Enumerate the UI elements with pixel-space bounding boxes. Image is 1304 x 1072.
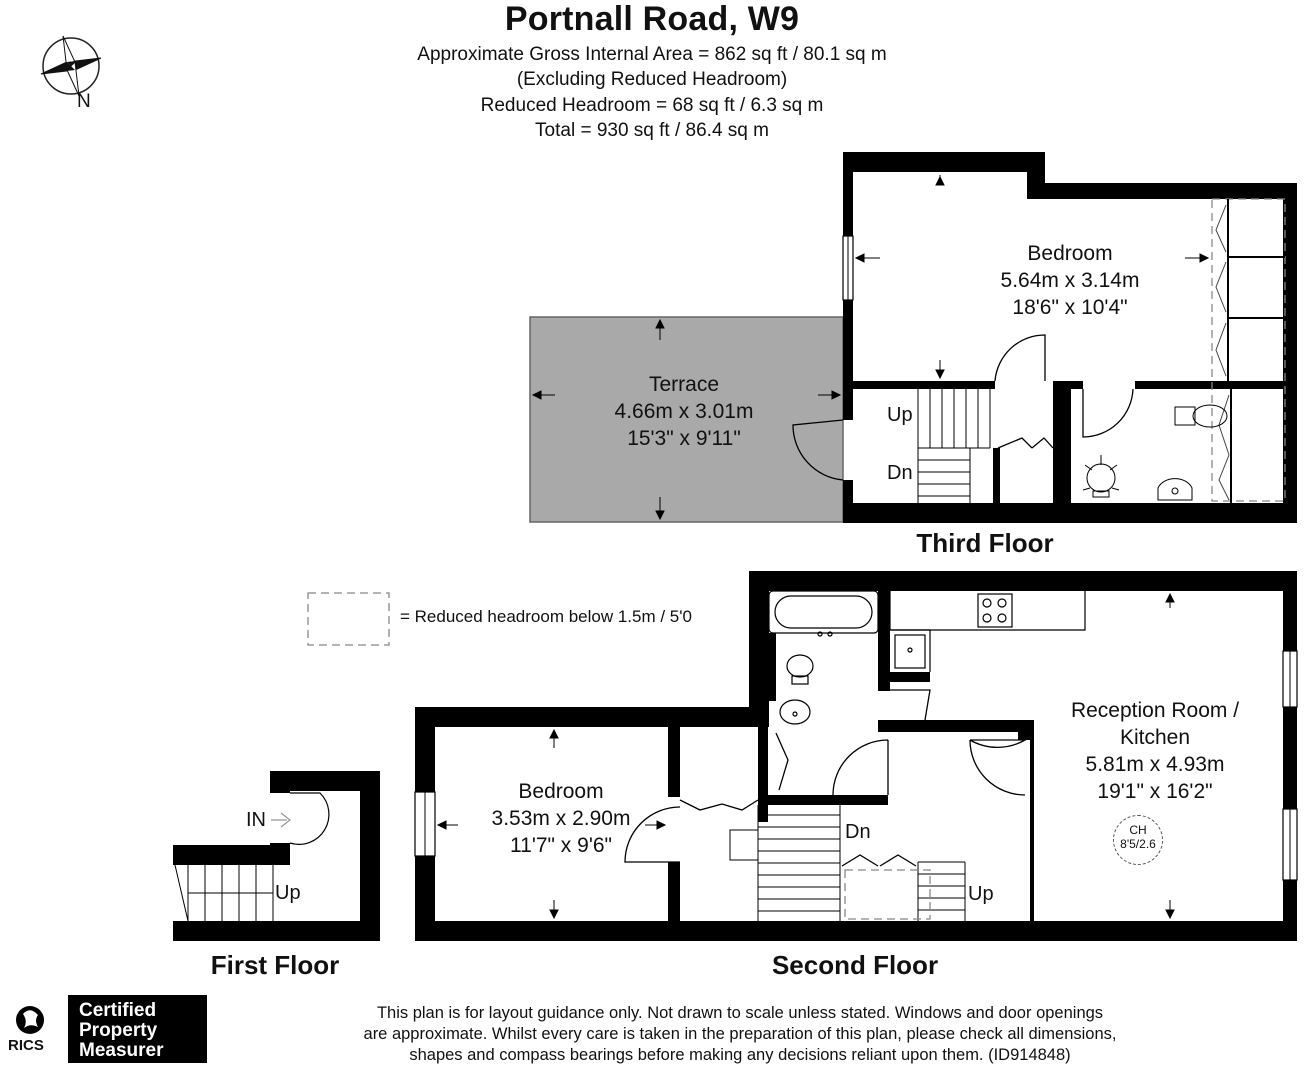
- second-floor-dimension-arrows: [436, 592, 1175, 920]
- third-floor-stairs-up-label: Up: [887, 404, 913, 426]
- third-floor-stairs-down-label: Dn: [887, 462, 913, 484]
- terrace-label: Terrace 4.66m x 3.01m 15'3" x 9'11": [564, 371, 804, 452]
- room-name: Bedroom: [1027, 242, 1113, 265]
- room-imperial: 18'6" x 10'4": [1012, 296, 1128, 319]
- room-name: Terrace: [648, 373, 720, 396]
- certified-line1: Certified: [79, 1000, 157, 1021]
- gross-area-text: Approximate Gross Internal Area = 862 sq…: [417, 44, 887, 65]
- entrance-label: IN: [246, 809, 266, 831]
- third-floor-label: Third Floor: [916, 528, 1054, 558]
- second-floor-label: Second Floor: [771, 950, 939, 980]
- compass-north-label: N: [77, 91, 91, 112]
- room-imperial: 19'1" x 16'2": [1097, 780, 1213, 803]
- ch-value: 8'5/2.6: [1120, 837, 1156, 851]
- room-metric: 4.66m x 3.01m: [614, 400, 754, 423]
- disclaimer-line3: shapes and compass bearings before makin…: [409, 1046, 1071, 1064]
- total-area-text: Total = 930 sq ft / 86.4 sq m: [535, 120, 769, 141]
- legend-swatch: [307, 592, 390, 646]
- room-name-line1: Reception Room /: [1070, 699, 1240, 722]
- room-metric: 5.64m x 3.14m: [1000, 269, 1140, 292]
- ch-label: CH: [1129, 823, 1147, 837]
- disclaimer-line2: are approximate. Whilst every care is ta…: [363, 1025, 1117, 1043]
- third-floor-dimension-arrows: [531, 175, 1210, 521]
- room-metric: 3.53m x 2.90m: [491, 807, 631, 830]
- disclaimer: This plan is for layout guidance only. N…: [300, 1003, 1180, 1066]
- second-floor-stairs-down-label: Dn: [845, 821, 871, 843]
- entrance-arrow-icon: [271, 812, 292, 828]
- rics-lion-logo: [16, 1006, 44, 1034]
- second-floor-bedroom-label: Bedroom 3.53m x 2.90m 11'7" x 9'6": [461, 778, 661, 859]
- certified-line2: Property: [79, 1020, 158, 1041]
- room-imperial: 15'3" x 9'11": [627, 427, 741, 450]
- compass-rose-icon: [40, 35, 102, 97]
- second-floor-stairs: [729, 805, 966, 921]
- first-floor-walls: [173, 771, 380, 941]
- disclaimer-line1: This plan is for layout guidance only. N…: [376, 1004, 1104, 1022]
- ceiling-height-badge: CH 8'5/2.6: [1113, 815, 1163, 865]
- third-floor-bedroom-label: Bedroom 5.64m x 3.14m 18'6" x 10'4": [950, 240, 1190, 321]
- room-metric: 5.81m x 4.93m: [1085, 753, 1225, 776]
- room-name: Bedroom: [518, 780, 604, 803]
- rics-text: RICS: [8, 1037, 44, 1054]
- certified-measurer-badge: Certified Property Measurer: [68, 995, 207, 1063]
- room-imperial: 11'7" x 9'6": [510, 834, 612, 857]
- third-floor-walls: [843, 152, 1297, 523]
- certified-line3: Measurer: [79, 1040, 164, 1061]
- second-floor-walls: [415, 571, 1297, 941]
- first-floor-label: First Floor: [210, 950, 340, 980]
- first-floor-stairs: [174, 864, 274, 922]
- reception-room-label: Reception Room / Kitchen 5.81m x 4.93m 1…: [1040, 697, 1270, 805]
- second-floor-stairs-up-label: Up: [968, 883, 994, 905]
- terrace-area: [529, 316, 844, 523]
- page-title: Portnall Road, W9: [504, 0, 800, 38]
- excluding-text: (Excluding Reduced Headroom): [516, 69, 788, 90]
- legend-text: = Reduced headroom below 1.5m / 5'0: [400, 607, 692, 626]
- third-floor-stairs: [917, 389, 991, 503]
- reduced-headroom-text: Reduced Headroom = 68 sq ft / 6.3 sq m: [480, 95, 824, 116]
- first-floor-stairs-up-label: Up: [275, 882, 301, 904]
- room-name-line2: Kitchen: [1119, 726, 1191, 749]
